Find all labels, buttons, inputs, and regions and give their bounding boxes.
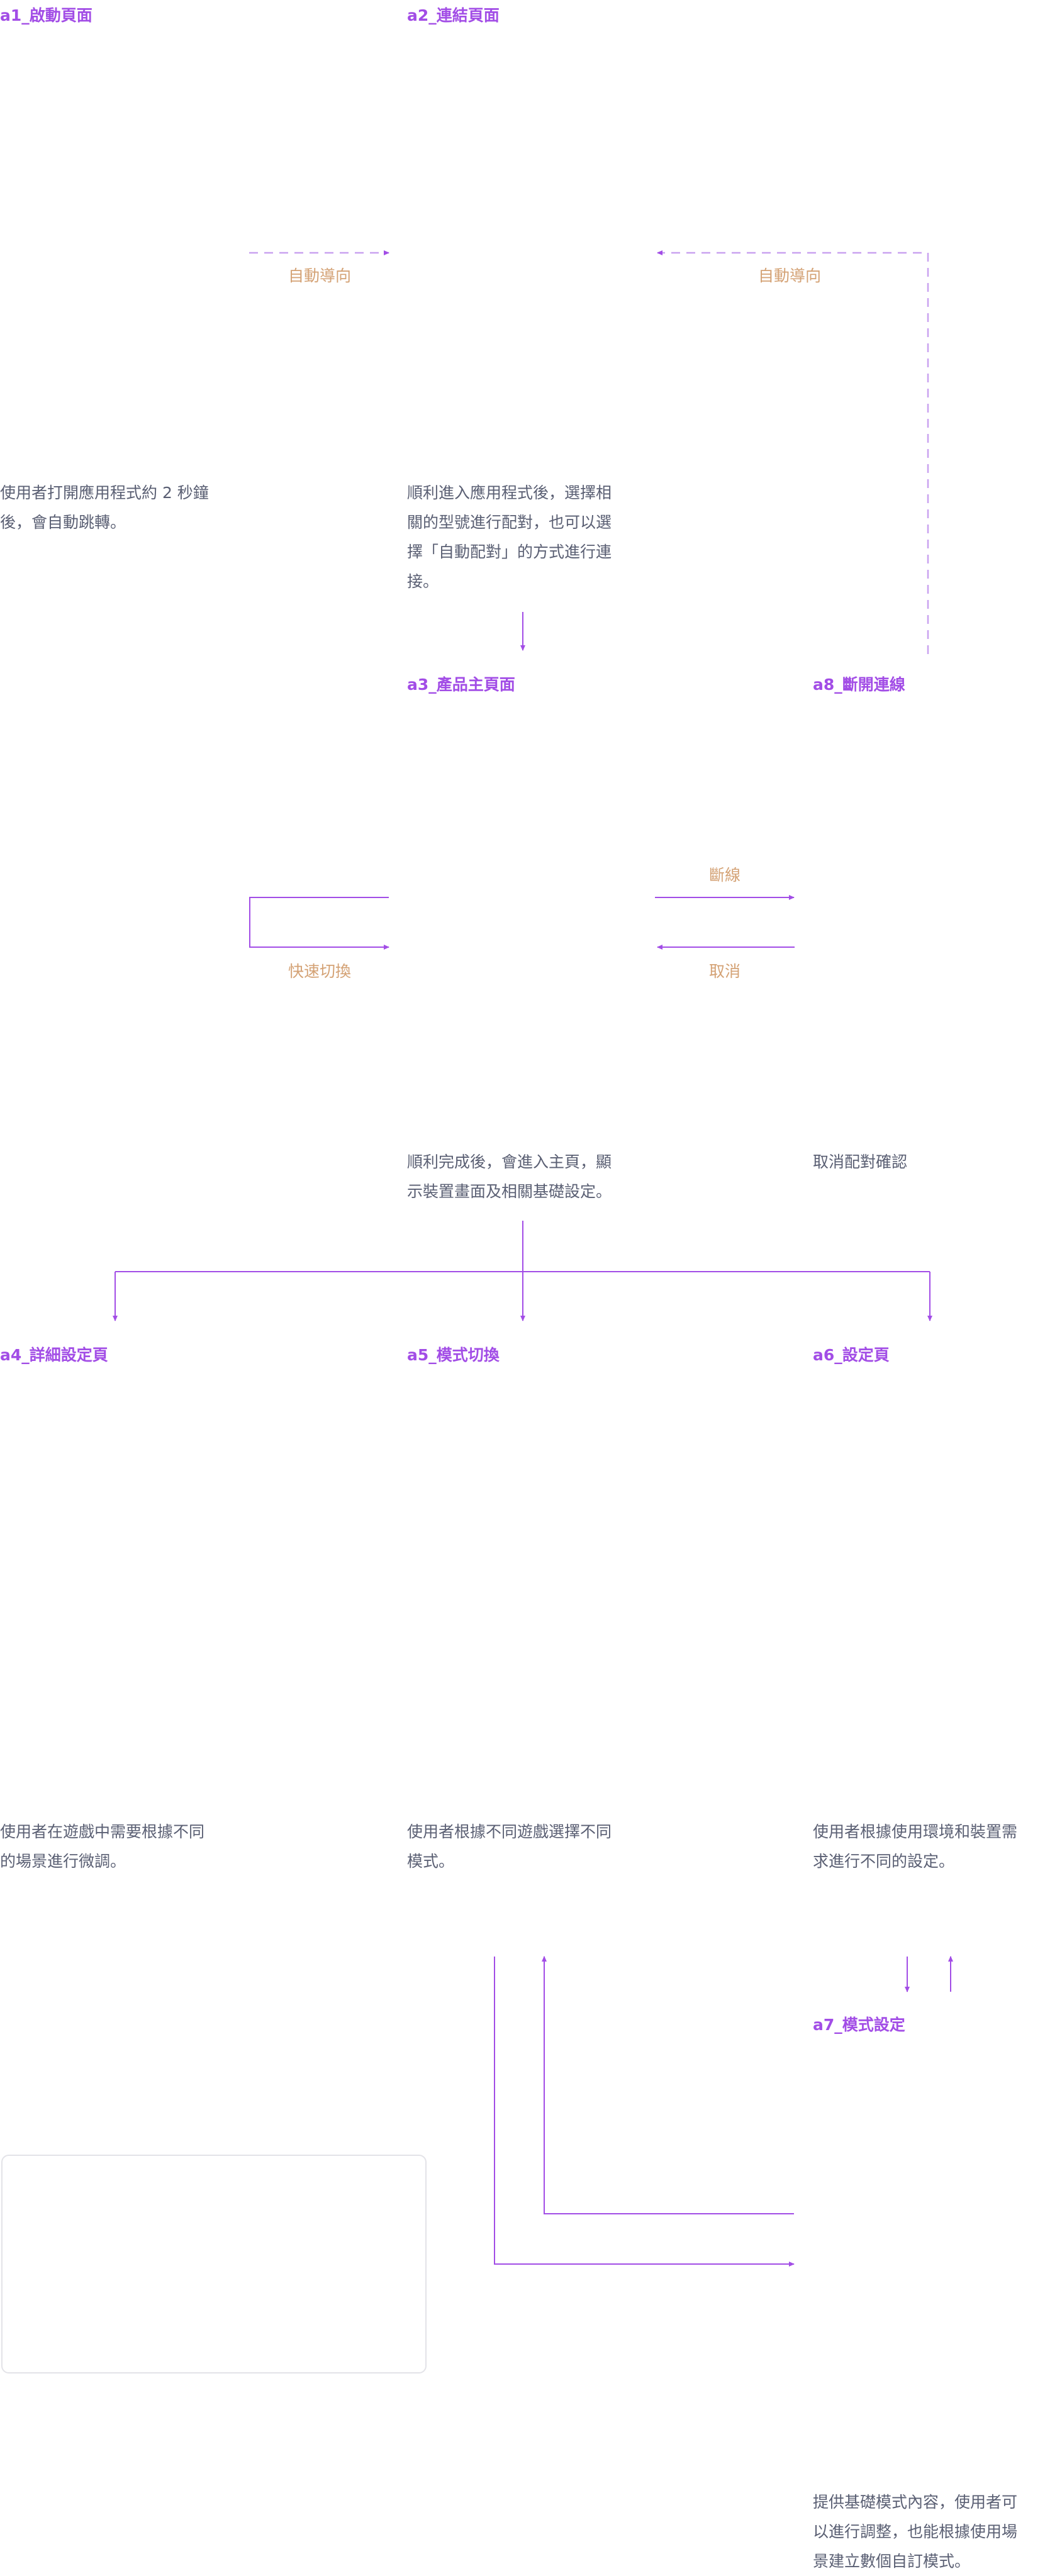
desc-line: 關的型號進行配對，也可以選 bbox=[407, 513, 612, 531]
desc-line: 以進行調整，也能根據使用場 bbox=[813, 2523, 1018, 2541]
node-a5-title: a5_模式切換 bbox=[407, 1346, 500, 1364]
edge-a5-a7 bbox=[494, 1957, 795, 2267]
node-a8-title: a8_斷開連線 bbox=[813, 675, 905, 694]
node-a3-description: 順利完成後，會進入主頁，顯 示裝置畫面及相關基礎設定。 bbox=[407, 1147, 634, 1206]
node-a1-title: a1_啟動頁面 bbox=[0, 6, 92, 25]
node-a8-description: 取消配對確認 bbox=[813, 1147, 1039, 1177]
desc-line: 擇「自動配對」的方式進行連 bbox=[407, 543, 612, 561]
desc-line: 景建立數個自訂模式。 bbox=[813, 2552, 971, 2570]
desc-line: 模式。 bbox=[407, 1852, 455, 1870]
desc-line: 求進行不同的設定。 bbox=[813, 1852, 955, 1870]
desc-line: 順利進入應用程式後，選擇相 bbox=[407, 484, 612, 502]
node-a6-description: 使用者根據使用環境和裝置需 求進行不同的設定。 bbox=[813, 1817, 1039, 1876]
node-a7-title: a7_模式設定 bbox=[813, 2016, 905, 2034]
desc-line: 使用者根據使用環境和裝置需 bbox=[813, 1823, 1018, 1841]
edge-label-quick-switch: 快速切換 bbox=[288, 962, 351, 980]
node-a4-title: a4_詳細設定頁 bbox=[0, 1346, 108, 1364]
desc-line: 使用者在遊戲中需要根據不同 bbox=[0, 1823, 205, 1841]
edge-label-auto-nav-a8-a2: 自動導向 bbox=[757, 267, 821, 285]
node-a4-description: 使用者在遊戲中需要根據不同 的場景進行微調。 bbox=[0, 1817, 226, 1876]
node-a6-title: a6_設定頁 bbox=[813, 1346, 890, 1364]
node-a3-title: a3_產品主頁面 bbox=[407, 675, 515, 694]
desc-line: 提供基礎模式內容，使用者可 bbox=[813, 2493, 1018, 2511]
node-a2-title: a2_連結頁面 bbox=[407, 6, 500, 25]
desc-line: 的場景進行微調。 bbox=[0, 1852, 126, 1870]
node-a5-description: 使用者根據不同遊戲選擇不同 模式。 bbox=[407, 1817, 634, 1876]
edge-a8-a2 bbox=[657, 250, 929, 654]
edge-label-auto-nav-a1-a2: 自動導向 bbox=[288, 267, 351, 285]
desc-line: 順利完成後，會進入主頁，顯 bbox=[407, 1153, 612, 1171]
edge-label-disconnect: 斷線 bbox=[708, 866, 740, 884]
node-a2-description: 順利進入應用程式後，選擇相 關的型號進行配對，也可以選 擇「自動配對」的方式進行… bbox=[407, 478, 634, 596]
edge-a3-quick-switch-loop bbox=[249, 897, 389, 950]
desc-line: 使用者打開應用程式約 2 秒鐘 bbox=[0, 484, 209, 502]
placeholder-card bbox=[1, 2155, 427, 2373]
node-a1-description: 使用者打開應用程式約 2 秒鐘 後，會自動跳轉。 bbox=[0, 478, 226, 537]
desc-line: 取消配對確認 bbox=[813, 1153, 908, 1171]
desc-line: 使用者根據不同遊戲選擇不同 bbox=[407, 1823, 612, 1841]
desc-line: 接。 bbox=[407, 572, 439, 591]
edge-a7-a5 bbox=[542, 1956, 794, 2214]
edge-label-cancel: 取消 bbox=[708, 962, 740, 980]
desc-line: 後，會自動跳轉。 bbox=[0, 513, 126, 531]
desc-line: 示裝置畫面及相關基礎設定。 bbox=[407, 1182, 612, 1201]
node-a7-description: 提供基礎模式內容，使用者可 以進行調整，也能根據使用場 景建立數個自訂模式。 bbox=[813, 2487, 1039, 2576]
